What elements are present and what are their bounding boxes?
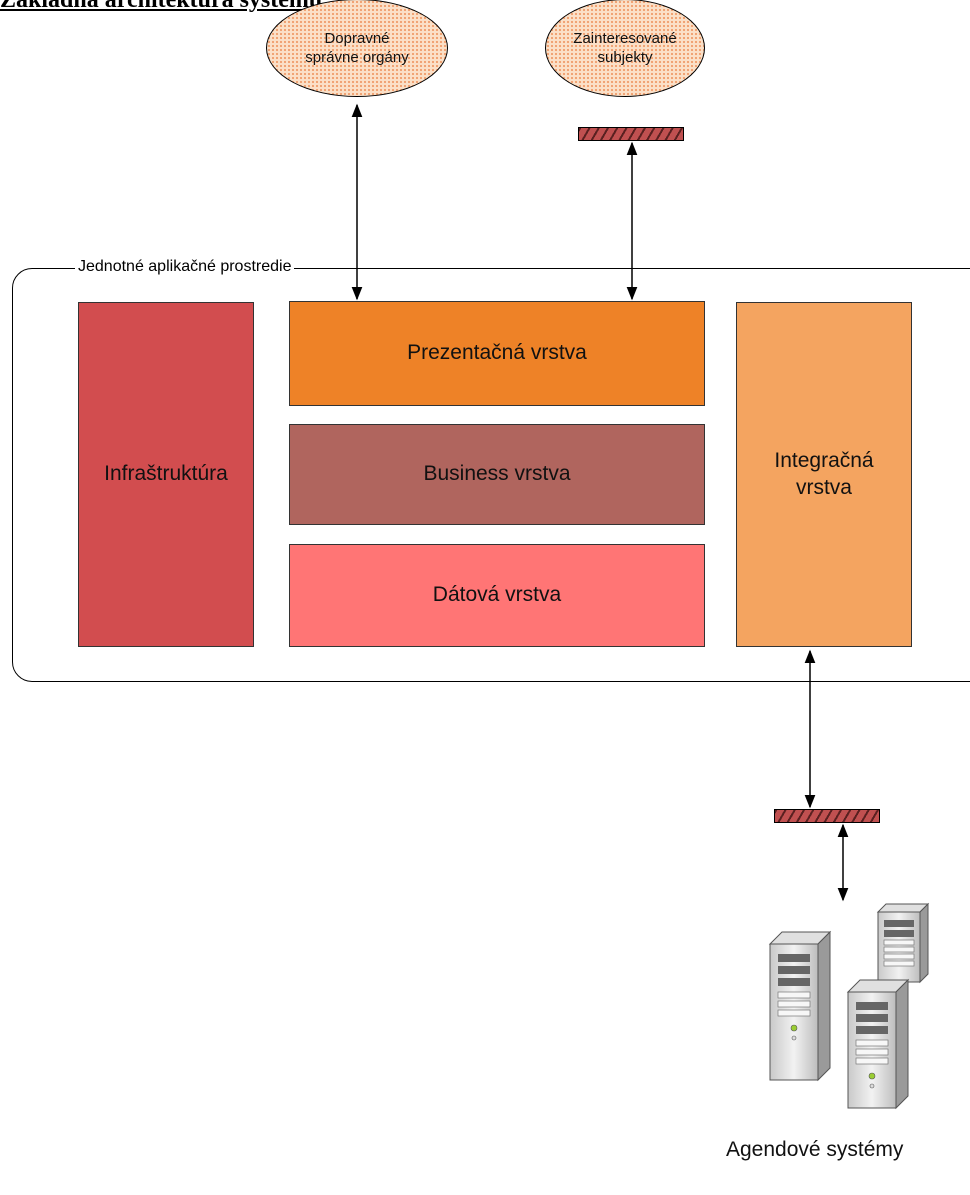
actor-dopravne-label: Dopravné správne orgány (305, 29, 409, 67)
server-tower-icon (768, 902, 930, 1110)
layer-data-label: Dátová vrstva (432, 583, 562, 607)
actor-zainteresovane-label: Zainteresované subjekty (573, 29, 677, 67)
firewall-icon (578, 127, 684, 141)
application-environment-container (12, 268, 970, 682)
container-label: Jednotné aplikačné prostredie (75, 258, 295, 276)
agend-systems-label: Agendové systémy (726, 1138, 904, 1161)
layer-infrastructure-label: Infraštruktúra (104, 462, 228, 486)
layer-integration: Integračná vrstva (736, 302, 912, 647)
layer-business-label: Business vrstva (423, 462, 571, 486)
firewall-icon (774, 809, 880, 823)
layer-infrastructure: Infraštruktúra (78, 302, 254, 647)
layer-business: Business vrstva (289, 424, 705, 525)
layer-presentation-label: Prezentačná vrstva (407, 341, 587, 365)
actor-zainteresovane-subjekty: Zainteresované subjekty (545, 0, 705, 97)
layer-data: Dátová vrstva (289, 544, 705, 647)
page-title: Základná architektúra systému: (0, 0, 331, 13)
layer-presentation: Prezentačná vrstva (289, 301, 705, 406)
actor-dopravne-spravne-organy: Dopravné správne orgány (266, 0, 448, 97)
layer-integration-label: Integračná vrstva (774, 449, 874, 499)
